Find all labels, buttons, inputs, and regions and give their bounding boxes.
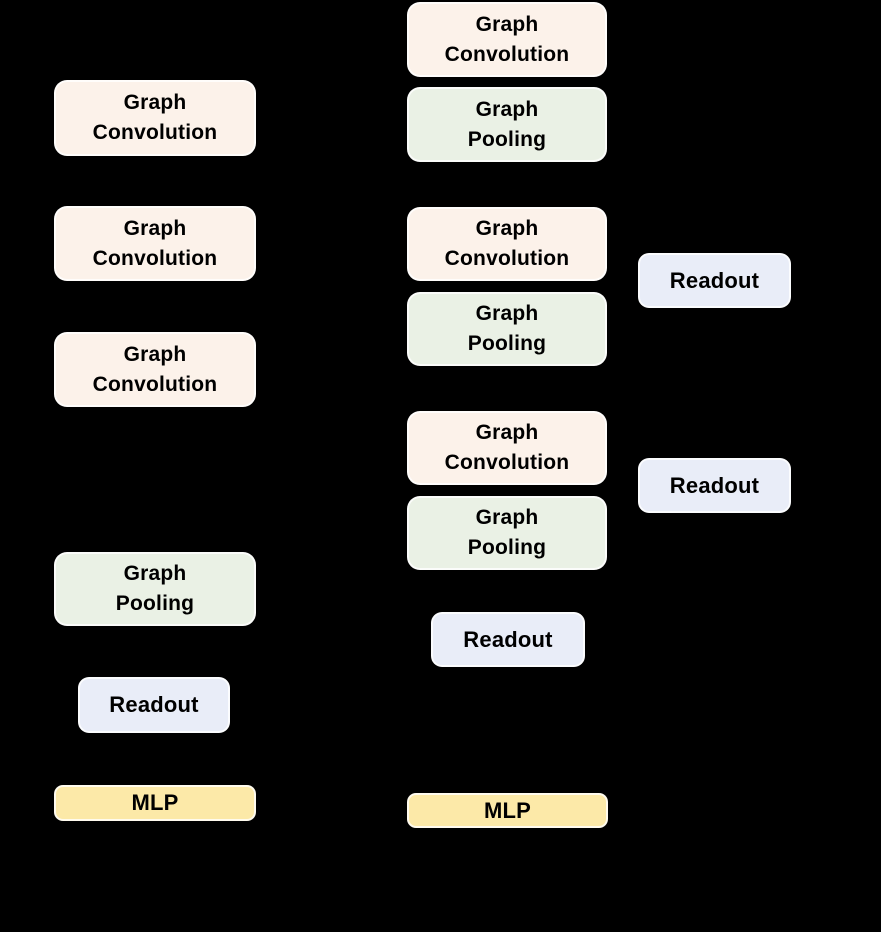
readout-block-right-skip-1: Readout (638, 253, 791, 308)
graph-pooling-block-right-3: Graph Pooling (407, 496, 607, 570)
graph-convolution-block-left-3: Graph Convolution (54, 332, 256, 407)
graph-convolution-block-left-2: Graph Convolution (54, 206, 256, 281)
graph-pooling-block-left: Graph Pooling (54, 552, 256, 626)
graph-pooling-block-right-2: Graph Pooling (407, 292, 607, 366)
readout-block-left: Readout (78, 677, 230, 733)
graph-pooling-block-right-1: Graph Pooling (407, 87, 607, 162)
graph-convolution-block-right-3: Graph Convolution (407, 411, 607, 485)
graph-convolution-block-right-2: Graph Convolution (407, 207, 607, 281)
readout-block-right-main: Readout (431, 612, 585, 667)
mlp-block-right: MLP (407, 793, 608, 828)
graph-convolution-block-right-1: Graph Convolution (407, 2, 607, 77)
graph-convolution-block-left-1: Graph Convolution (54, 80, 256, 156)
readout-block-right-skip-2: Readout (638, 458, 791, 513)
mlp-block-left: MLP (54, 785, 256, 821)
